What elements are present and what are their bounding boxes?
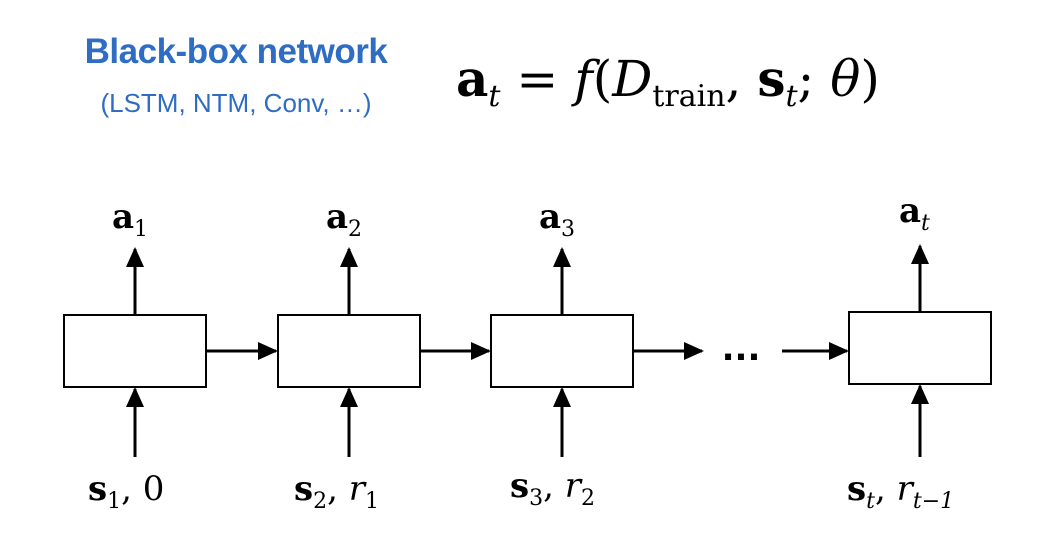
formula-action-sub: t — [488, 79, 501, 114]
sequence-ellipsis: ... — [722, 329, 761, 369]
formula-function: f — [574, 50, 593, 108]
input-label-1: s1, 0 — [88, 469, 164, 514]
formula-action: a — [456, 49, 489, 108]
meta-learning-formula: at = f(Dtrain, st; θ) — [456, 54, 880, 112]
formula-state-sub: t — [785, 79, 798, 114]
output-label-3: a3 — [539, 197, 575, 242]
formula-dataset-sub: train — [652, 79, 726, 114]
network-title: Black-box network — [84, 32, 388, 71]
cell-box-t — [848, 311, 992, 385]
input-label-3: s3, r2 — [510, 466, 595, 511]
output-label-2: a2 — [326, 197, 362, 242]
formula-dataset: D — [612, 50, 653, 108]
formula-semicolon: ; — [797, 50, 831, 108]
formula-equals: = — [516, 50, 559, 108]
cell-box-3 — [490, 314, 634, 388]
network-examples: (LSTM, NTM, Conv, …) — [100, 88, 372, 118]
formula-theta: θ — [830, 50, 861, 108]
cell-box-2 — [277, 314, 421, 388]
cell-box-1 — [63, 314, 207, 388]
input-label-t: st, rt−1 — [847, 469, 954, 514]
formula-open-paren: ( — [592, 50, 613, 108]
formula-close-paren: ) — [860, 50, 880, 108]
output-label-t: at — [899, 191, 930, 236]
formula-comma: , — [725, 50, 758, 108]
formula-state: s — [757, 49, 786, 108]
output-label-1: a1 — [112, 197, 148, 242]
input-label-2: s2, r1 — [294, 469, 379, 514]
